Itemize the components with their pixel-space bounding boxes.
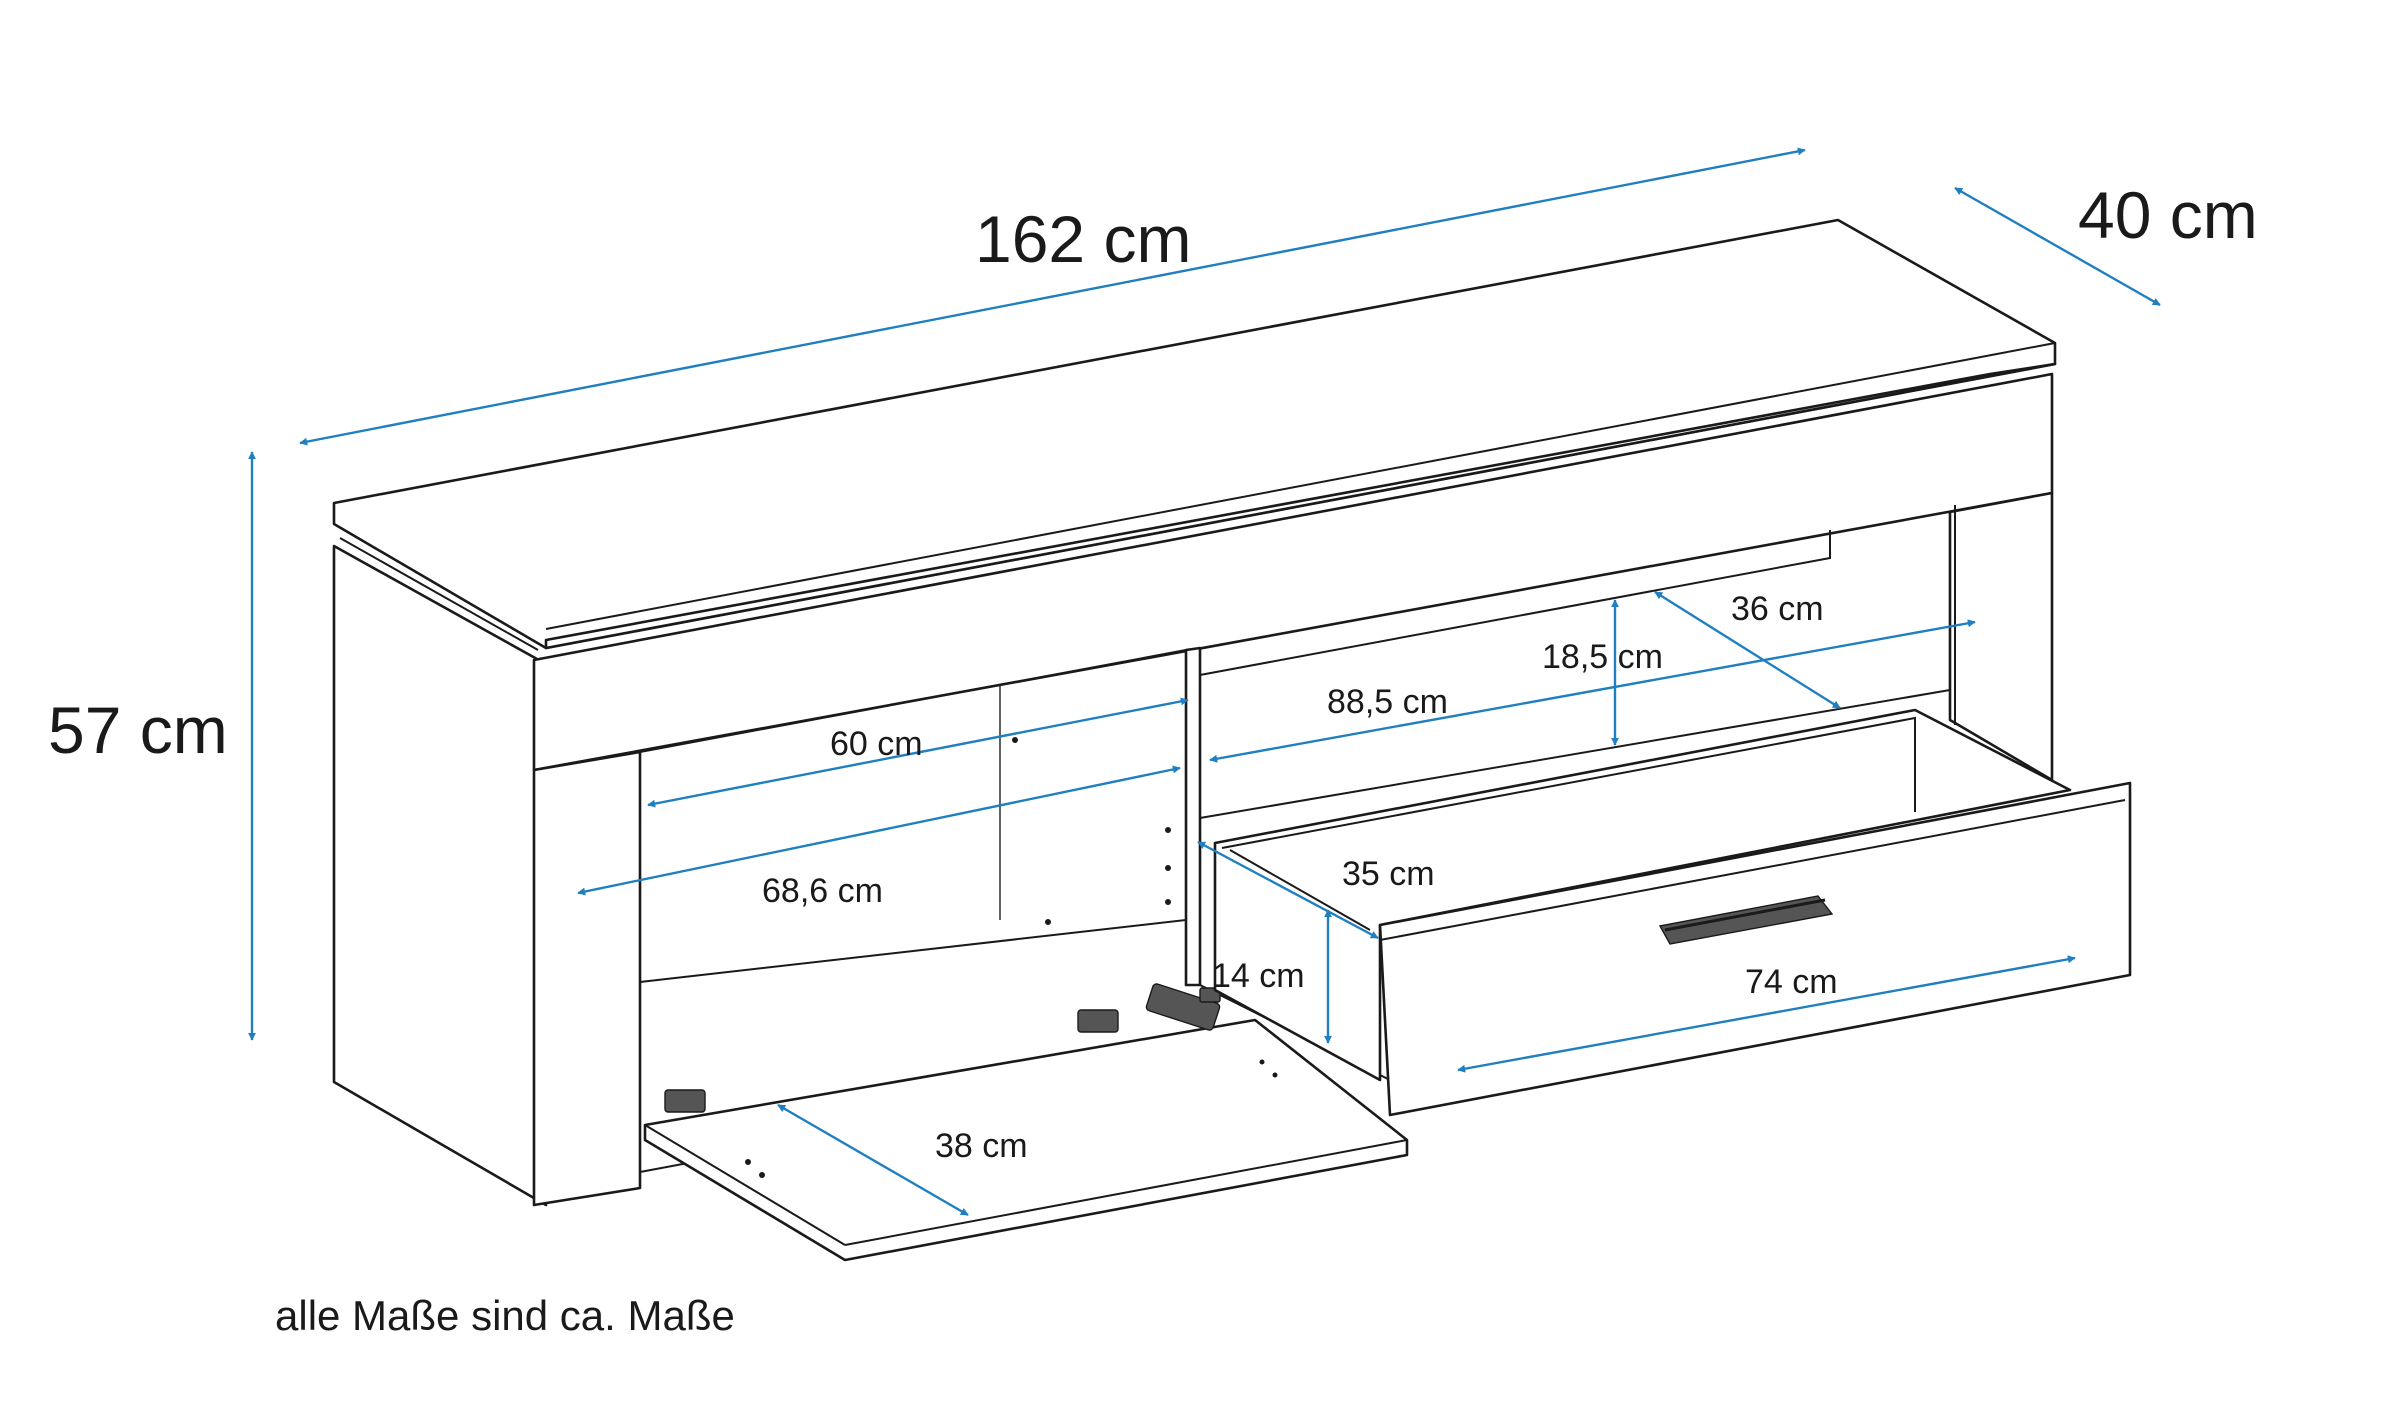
label-width: 162 cm <box>975 202 1191 276</box>
dimension-lines <box>248 147 2161 1217</box>
label-depth: 40 cm <box>2078 178 2258 252</box>
flap-hinges <box>664 983 1221 1113</box>
left-side-panel <box>332 544 548 1207</box>
drawer-handle <box>1658 895 1834 945</box>
label-flap-width: 68,6 cm <box>762 872 883 910</box>
dim-line-flap-width <box>577 765 1181 896</box>
dim-line-shelf-width <box>1209 619 1976 763</box>
left-front-post <box>532 750 642 1207</box>
label-shelf-height: 18,5 cm <box>1542 638 1663 676</box>
dim-line-flap-depth <box>777 1103 969 1217</box>
dim-line-width <box>299 147 1806 446</box>
label-drawer-depth: 35 cm <box>1342 855 1435 893</box>
center-divider <box>1184 646 1202 987</box>
dim-line-depth <box>1954 186 2161 307</box>
drawer <box>1213 708 2132 1117</box>
dim-line-drawer-depth <box>1197 840 1379 940</box>
label-inner-width: 60 cm <box>830 725 923 763</box>
label-height: 57 cm <box>48 693 228 767</box>
label-flap-depth: 38 cm <box>935 1127 1028 1165</box>
dimension-labels: 162 cm 40 cm 57 cm 88,5 cm 36 cm 18,5 cm… <box>48 178 2258 1339</box>
label-drawer-width: 74 cm <box>1745 963 1838 1001</box>
label-shelf-depth: 36 cm <box>1731 590 1824 628</box>
dim-line-shelf-depth <box>1654 590 1841 710</box>
dim-line-drawer-width <box>1457 955 2076 1073</box>
footnote: alle Maße sind ca. Maße <box>275 1292 735 1339</box>
label-shelf-width: 88,5 cm <box>1327 683 1448 721</box>
label-drawer-height: 14 cm <box>1212 957 1305 995</box>
